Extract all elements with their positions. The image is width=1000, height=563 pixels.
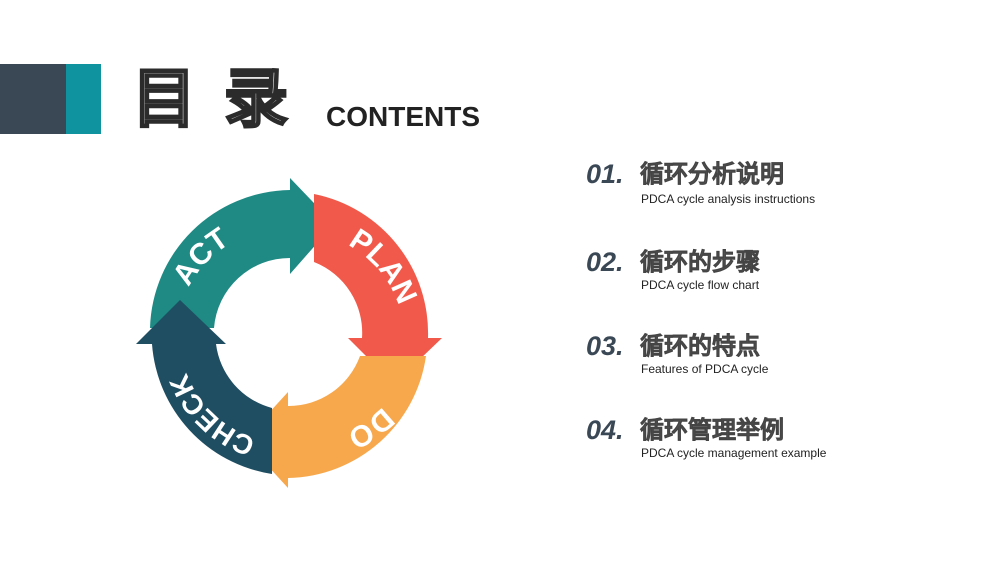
toc-title: 循环的特点: [640, 332, 761, 361]
toc-number: 03.: [586, 331, 624, 361]
check-arrow: [136, 300, 272, 474]
toc-subtitle: PDCA cycle analysis instructions: [641, 192, 816, 206]
toc-subtitle: Features of PDCA cycle: [641, 362, 769, 376]
do-arrow: [244, 356, 426, 488]
toc-title: 循环的步骤: [640, 248, 761, 277]
toc-number: 02.: [586, 247, 624, 277]
page-title-english: CONTENTS: [326, 101, 480, 132]
plan-arrow: [314, 194, 442, 384]
toc-title: 循环分析说明: [640, 160, 785, 189]
toc-subtitle: PDCA cycle flow chart: [641, 278, 760, 292]
pdca-cycle-diagram: ACT PLAN DO CHECK: [136, 178, 442, 488]
page-title-chinese: 目录: [131, 62, 316, 139]
accent-block-dark: [0, 64, 66, 134]
accent-block-teal: [66, 64, 101, 134]
toc-number: 04.: [586, 415, 624, 445]
toc-number: 01.: [586, 159, 624, 189]
act-arrow: [150, 178, 334, 328]
toc-subtitle: PDCA cycle management example: [641, 446, 827, 460]
toc-title: 循环管理举例: [640, 416, 785, 445]
